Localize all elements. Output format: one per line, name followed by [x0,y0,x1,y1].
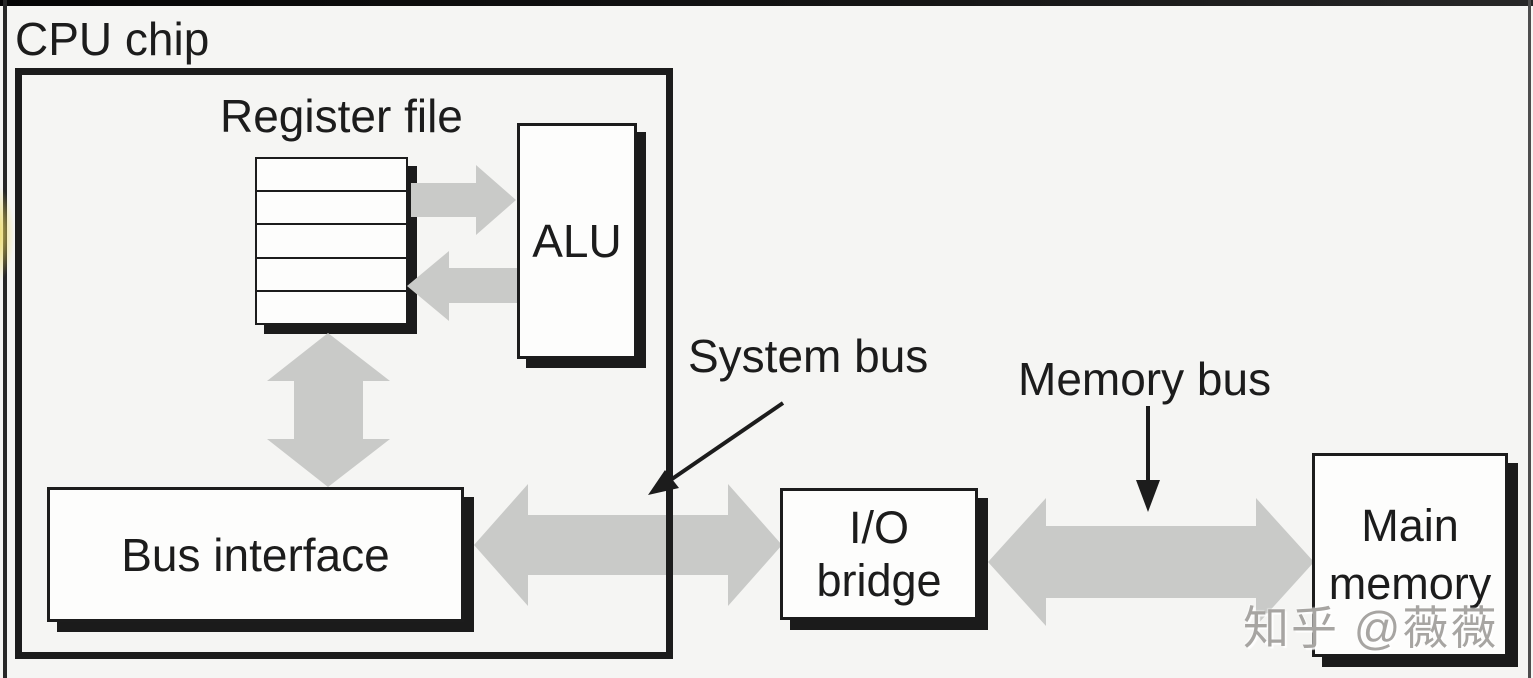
io-bridge-label-line1: I/O [848,502,909,553]
register-file-row [257,225,406,259]
memory-bus-pointer-arrow [1136,406,1160,512]
alu-label: ALU [532,215,622,267]
main-memory-box: Main memory [1312,453,1508,657]
bus-interface-label: Bus interface [121,528,390,581]
register-file-label: Register file [220,90,463,142]
register-file-row [257,192,406,226]
main-memory-label-line2: memory [1328,558,1492,609]
io-bridge-box: I/O bridge [780,488,978,620]
system-bus-label: System bus [688,330,929,382]
left-edge-smudge [0,186,14,282]
cpu-chip-label: CPU chip [15,13,210,65]
main-memory-label-line1: Main [1361,500,1459,551]
bus-interface-box: Bus interface [47,487,464,622]
watermark-text: 知乎 @薇薇 [1243,602,1499,654]
cpu-chip-box [15,68,673,659]
top-edge-bar [0,0,1533,6]
register-file-row [257,259,406,292]
system-bus-pointer-arrow [648,401,785,495]
left-edge-line [3,0,7,678]
register-file-row [257,159,406,193]
alu-box: ALU [517,123,637,359]
io-bridge-label: I/O bridge [816,501,941,607]
io-bridge-label-line2: bridge [816,555,942,606]
right-edge-line [1528,0,1531,678]
register-file-row [257,292,406,323]
memory-bus-label: Memory bus [1018,353,1272,405]
register-file-box [255,157,408,325]
main-memory-label: Main memory [1329,497,1492,613]
